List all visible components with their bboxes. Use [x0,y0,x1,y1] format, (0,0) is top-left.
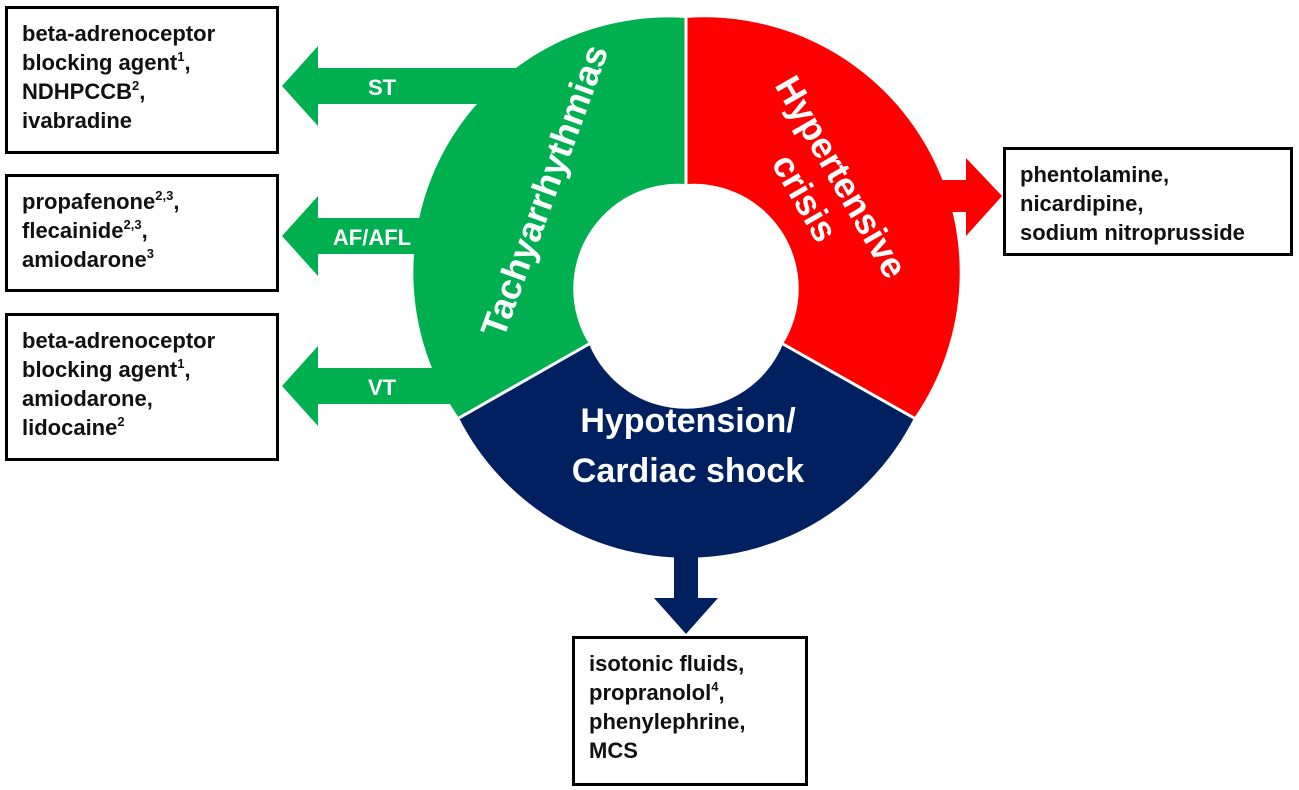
st-drug-line3: NDHPCCB2, [22,77,146,104]
af-drug-line3: amiodarone3 [22,245,154,272]
vt-drug-box: beta-adrenoceptor blocking agent1, amiod… [5,313,279,461]
tachyarrhythmias-segment [413,17,686,418]
hyper-drug-line3: sodium nitroprusside [1020,220,1245,245]
hyper-drug-line2: nicardipine, [1020,191,1144,216]
vt-drug-line3: amiodarone, [22,386,153,411]
vt-label: VT [368,375,397,400]
hypo-drug-line3: phenylephrine, [589,709,746,734]
hyper-arrow [920,158,1002,236]
st-drug-line4: ivabradine [22,108,133,133]
hyper-drug-box: phentolamine, nicardipine, sodium nitrop… [1003,147,1293,256]
st-label: ST [368,75,397,100]
separator-left [458,342,590,420]
vt-drug-line1: beta-adrenoceptor [22,328,216,353]
vt-drug-line2: blocking agent1, [22,355,191,382]
st-drug-box: beta-adrenoceptor blocking agent1, NDHPC… [5,6,279,154]
st-drug-line1: beta-adrenoceptor [22,21,216,46]
hyper-drug-line1: phentolamine, [1020,162,1170,187]
vt-drug-line4: lidocaine2 [22,413,125,440]
hypo-drug-line2: propranolol4, [589,678,725,705]
hypotension-segment [459,344,914,558]
hypo-drug-line1: isotonic fluids, [589,651,745,676]
hypo-arrow [654,530,718,634]
st-arrow [282,46,570,126]
af-arrow [282,196,460,276]
af-drug-line2: flecainide2,3, [22,216,148,243]
hypotension-label-line1: Hypotension/ [580,402,796,440]
vt-arrow [282,346,470,426]
hypo-drug-line4: MCS [589,738,638,763]
hypo-drug-box: isotonic fluids, propranolol4, phenyleph… [572,636,808,786]
separator-right [782,342,915,420]
af-label: AF/AFL [333,225,411,250]
hypertensive-segment [686,17,960,418]
st-drug-line2: blocking agent1, [22,48,191,75]
hypotension-label-line2: Cardiac shock [572,452,805,490]
af-drug-box: propafenone2,3, flecainide2,3, amiodaron… [5,174,279,292]
af-drug-line1: propafenone2,3, [22,187,180,214]
